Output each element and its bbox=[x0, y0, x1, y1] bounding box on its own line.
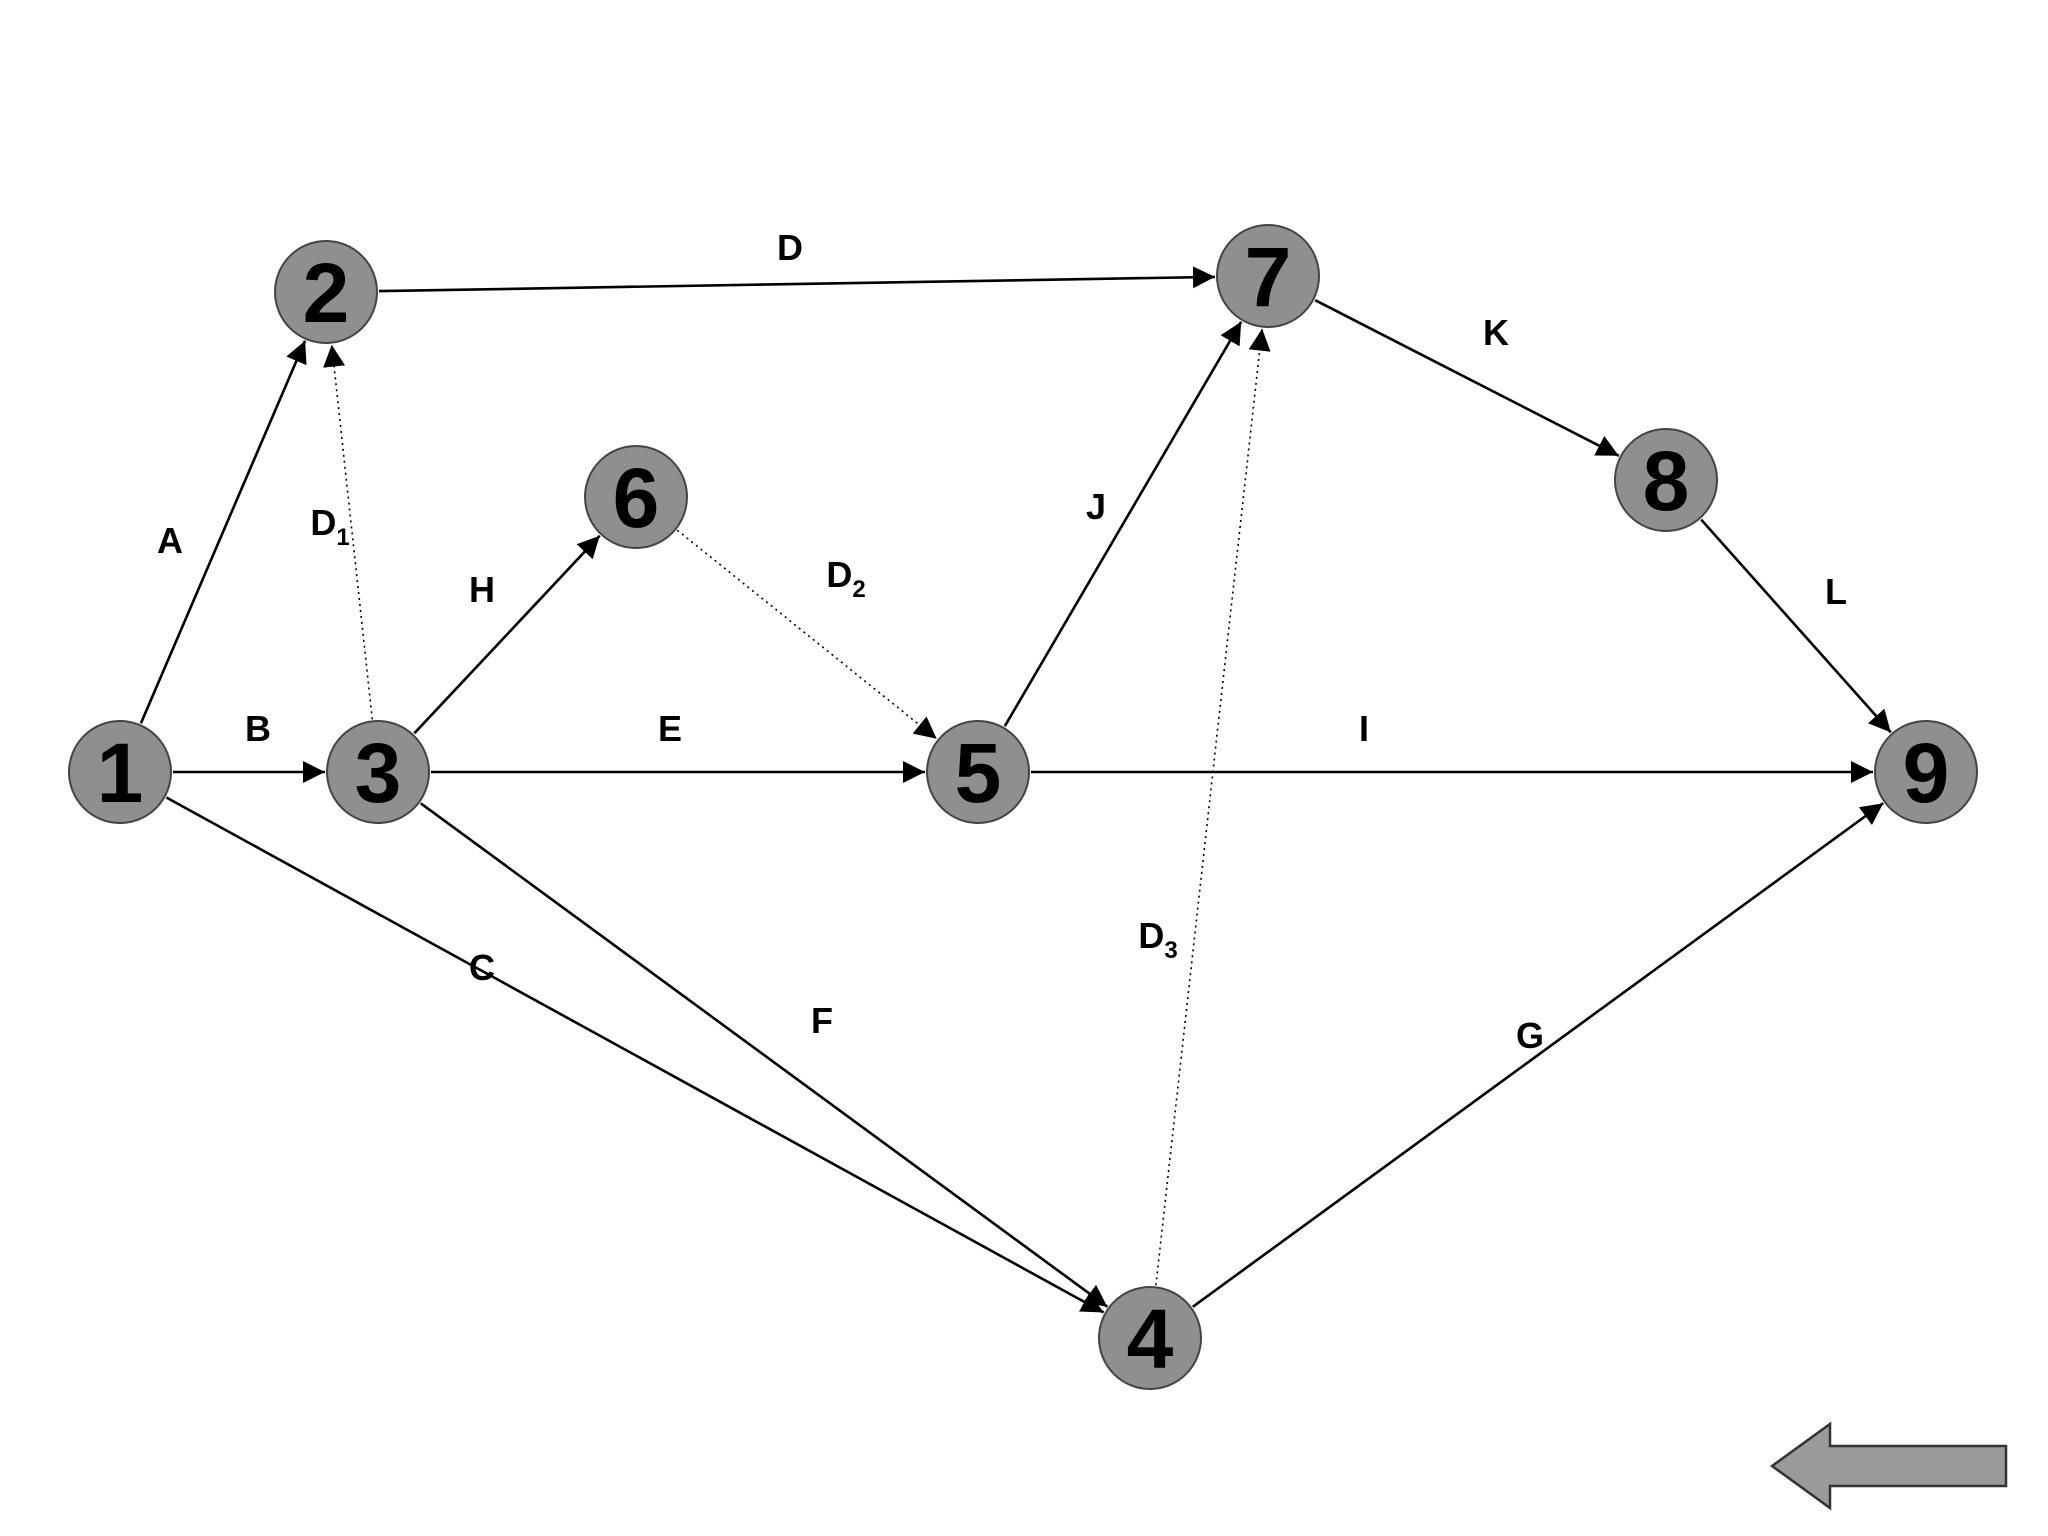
edge-3-4 bbox=[419, 802, 1109, 1308]
edge-label-text: K bbox=[1483, 312, 1509, 353]
edge-label-text: A bbox=[157, 520, 183, 561]
edge-label-text: D bbox=[1138, 915, 1164, 956]
edge-1-2 bbox=[139, 340, 307, 724]
node-circle bbox=[1874, 720, 1978, 824]
node-6: 6 bbox=[584, 445, 688, 549]
edge-3-2 bbox=[323, 344, 374, 720]
node-label: 3 bbox=[355, 726, 402, 820]
edge-1-4 bbox=[165, 796, 1105, 1314]
edge-label-text: L bbox=[1825, 571, 1847, 612]
node-circle bbox=[326, 720, 430, 824]
edge-2-7 bbox=[378, 266, 1216, 293]
edge-6-5 bbox=[676, 529, 938, 740]
edge-label-2-7: D bbox=[777, 227, 803, 268]
node-circle bbox=[68, 720, 172, 824]
edge-7-8 bbox=[1314, 299, 1620, 457]
edge-label-4-7: D3 bbox=[1138, 915, 1177, 964]
edge-label-subscript: 1 bbox=[336, 524, 349, 551]
node-label: 1 bbox=[97, 726, 144, 820]
edge-label-5-7: J bbox=[1086, 486, 1106, 527]
edge-label-3-6: H bbox=[469, 569, 495, 610]
edge-label-text: H bbox=[469, 569, 495, 610]
edge-label-7-8: K bbox=[1483, 312, 1509, 353]
edge-label-text: D bbox=[826, 554, 852, 595]
edge-label-3-5: E bbox=[658, 708, 682, 749]
edges-layer bbox=[139, 266, 1892, 1314]
node-circle bbox=[1098, 1286, 1202, 1390]
edge-label-1-4: C bbox=[469, 947, 495, 988]
node-circle bbox=[584, 445, 688, 549]
edge-label-4-9: G bbox=[1516, 1015, 1544, 1056]
edge-3-6 bbox=[413, 534, 601, 735]
edge-8-9 bbox=[1700, 518, 1892, 734]
edge-4-9 bbox=[1192, 802, 1884, 1308]
edge-label-1-3: B bbox=[245, 708, 271, 749]
node-4: 4 bbox=[1098, 1286, 1202, 1390]
node-8: 8 bbox=[1614, 428, 1718, 532]
node-circle bbox=[926, 720, 1030, 824]
edge-label-text: I bbox=[1359, 708, 1369, 749]
edge-label-text: E bbox=[658, 708, 682, 749]
node-2: 2 bbox=[274, 240, 378, 344]
edge-label-text: B bbox=[245, 708, 271, 749]
node-label: 8 bbox=[1643, 434, 1690, 528]
edge-label-text: D bbox=[777, 227, 803, 268]
edge-label-text: C bbox=[469, 947, 495, 988]
node-label: 4 bbox=[1127, 1292, 1174, 1386]
node-label: 9 bbox=[1903, 726, 1950, 820]
edge-5-7 bbox=[1003, 321, 1243, 727]
node-label: 6 bbox=[613, 451, 660, 545]
node-5: 5 bbox=[926, 720, 1030, 824]
edge-label-1-2: A bbox=[157, 520, 183, 561]
edge-label-subscript: 2 bbox=[852, 576, 865, 603]
edge-4-7 bbox=[1155, 328, 1271, 1286]
node-circle bbox=[1614, 428, 1718, 532]
edge-label-text: F bbox=[811, 1000, 833, 1041]
edge-label-text: G bbox=[1516, 1015, 1544, 1056]
node-label: 2 bbox=[303, 246, 350, 340]
edge-label-5-9: I bbox=[1359, 708, 1369, 749]
edge-label-3-4: F bbox=[811, 1000, 833, 1041]
node-label: 5 bbox=[955, 726, 1002, 820]
edge-label-subscript: 3 bbox=[1164, 937, 1177, 964]
node-circle bbox=[274, 240, 378, 344]
node-9: 9 bbox=[1874, 720, 1978, 824]
edge-label-8-9: L bbox=[1825, 571, 1847, 612]
edge-label-6-5: D2 bbox=[826, 554, 865, 603]
node-1: 1 bbox=[68, 720, 172, 824]
node-label: 7 bbox=[1245, 230, 1292, 324]
node-7: 7 bbox=[1216, 224, 1320, 328]
edge-label-text: J bbox=[1086, 486, 1106, 527]
node-circle bbox=[1216, 224, 1320, 328]
nodes-layer: 1 2 3 4 5 6 7 8 9 bbox=[68, 224, 1978, 1390]
left-arrow-icon[interactable] bbox=[1769, 1421, 2008, 1511]
edge-label-text: D bbox=[310, 502, 336, 543]
edge-label-3-2: D1 bbox=[310, 502, 349, 551]
node-3: 3 bbox=[326, 720, 430, 824]
